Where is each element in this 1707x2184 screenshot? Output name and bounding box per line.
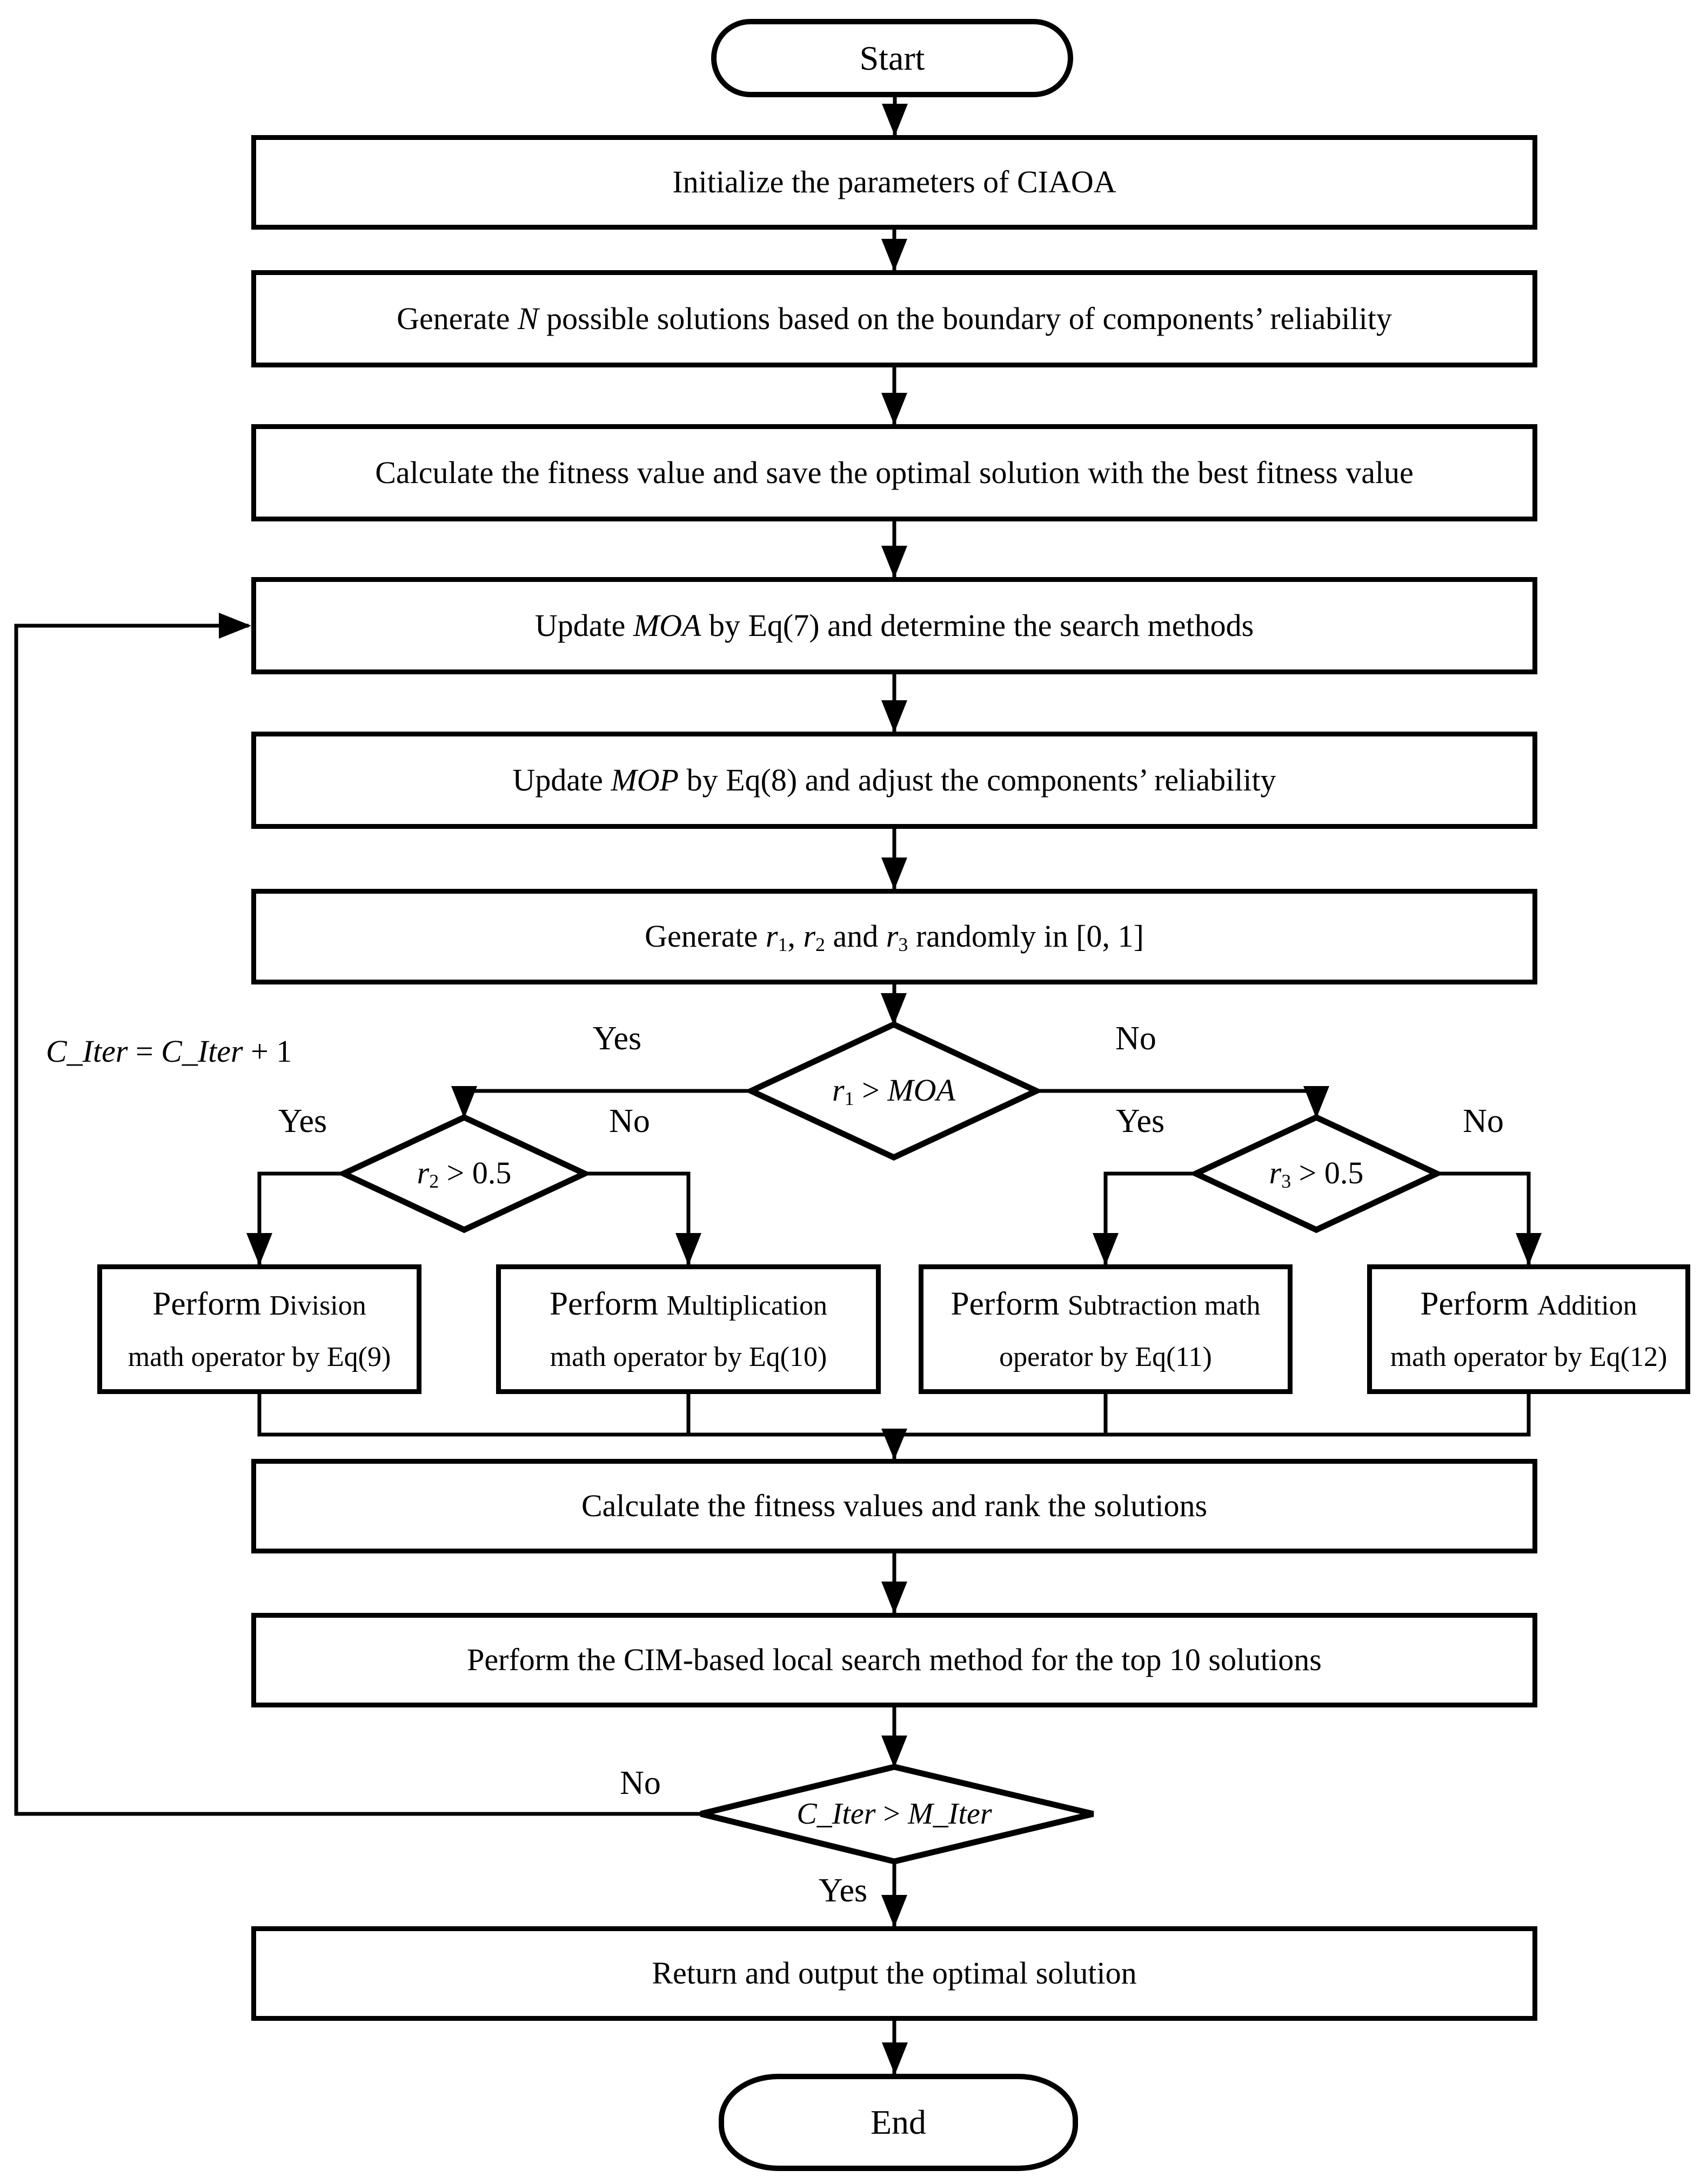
process-update-moa-label: Update MOA by Eq(7) and determine the se…	[534, 607, 1254, 643]
decision-r3-label: r3 > 0.5	[1269, 1155, 1364, 1192]
edge-label-r2-no: No	[609, 1103, 650, 1140]
process-subtraction-operator: Perform Subtraction math operator by Eq(…	[919, 1264, 1293, 1394]
division-line1: Perform Division	[152, 1285, 366, 1322]
addition-line1: Perform Addition	[1420, 1285, 1637, 1322]
terminal-start: Start	[711, 19, 1073, 97]
process-rank-solutions-label: Calculate the fitness values and rank th…	[581, 1488, 1208, 1524]
edge-label-iter-no: No	[620, 1765, 661, 1801]
edge-label-r1-yes: Yes	[592, 1020, 642, 1057]
process-division-operator: Perform Division math operator by Eq(9)	[97, 1264, 421, 1394]
terminal-end-label: End	[870, 2103, 927, 2141]
decision-r3-shape	[1188, 1114, 1444, 1234]
arrowheads	[219, 104, 1542, 2075]
decision-r2-label: r2 > 0.5	[417, 1155, 512, 1192]
decision-diamonds	[336, 1021, 1444, 1865]
process-return-output-label: Return and output the optimal solution	[652, 1955, 1137, 1991]
process-addition-operator: Perform Addition math operator by Eq(12)	[1367, 1264, 1690, 1394]
edge-label-r1-no: No	[1115, 1020, 1156, 1057]
process-generate-random-label: Generate r1, r2 and r3 randomly in [0, 1…	[645, 918, 1144, 955]
subtraction-line2: operator by Eq(11)	[999, 1342, 1212, 1373]
decision-r1-shape	[744, 1021, 1044, 1161]
process-rank-solutions: Calculate the fitness values and rank th…	[251, 1459, 1537, 1553]
multiplication-line1: Perform Multiplication	[550, 1285, 827, 1322]
process-return-output: Return and output the optimal solution	[251, 1926, 1537, 2021]
terminal-end: End	[719, 2074, 1078, 2171]
decision-r1-label: r1 > MOA	[832, 1073, 955, 1109]
process-initialize: Initialize the parameters of CIAOA	[251, 135, 1537, 230]
process-generate-solutions-label: Generate N possible solutions based on t…	[397, 300, 1392, 336]
edge-label-r3-yes: Yes	[1115, 1103, 1165, 1140]
process-update-mop-label: Update MOP by Eq(8) and adjust the compo…	[512, 762, 1276, 798]
subtraction-line1: Perform Subtraction math	[950, 1285, 1261, 1322]
process-calculate-fitness: Calculate the fitness value and save the…	[251, 424, 1537, 521]
process-generate-random: Generate r1, r2 and r3 randomly in [0, 1…	[251, 889, 1537, 984]
process-update-moa: Update MOA by Eq(7) and determine the se…	[251, 577, 1537, 674]
edge-label-r2-yes: Yes	[278, 1103, 327, 1140]
decision-iter-shape	[700, 1764, 1094, 1865]
process-multiplication-operator: Perform Multiplication math operator by …	[496, 1264, 881, 1394]
terminal-start-label: Start	[859, 38, 925, 77]
counter-annotation: C_Iter = C_Iter + 1	[46, 1033, 292, 1069]
edge-label-iter-yes: Yes	[818, 1872, 868, 1909]
process-generate-solutions: Generate N possible solutions based on t…	[251, 270, 1537, 367]
process-initialize-label: Initialize the parameters of CIAOA	[672, 164, 1116, 200]
multiplication-line2: math operator by Eq(10)	[550, 1342, 827, 1373]
decision-r2-shape	[336, 1114, 592, 1234]
edge-label-r3-no: No	[1463, 1103, 1504, 1140]
process-calculate-fitness-label: Calculate the fitness value and save the…	[375, 454, 1414, 490]
division-line2: math operator by Eq(9)	[128, 1342, 391, 1373]
process-cim-local-search-label: Perform the CIM-based local search metho…	[467, 1642, 1322, 1678]
addition-line2: math operator by Eq(12)	[1390, 1342, 1668, 1373]
process-update-mop: Update MOP by Eq(8) and adjust the compo…	[251, 732, 1537, 829]
decision-iter-label: C_Iter > M_Iter	[796, 1797, 992, 1831]
process-cim-local-search: Perform the CIM-based local search metho…	[251, 1613, 1537, 1707]
